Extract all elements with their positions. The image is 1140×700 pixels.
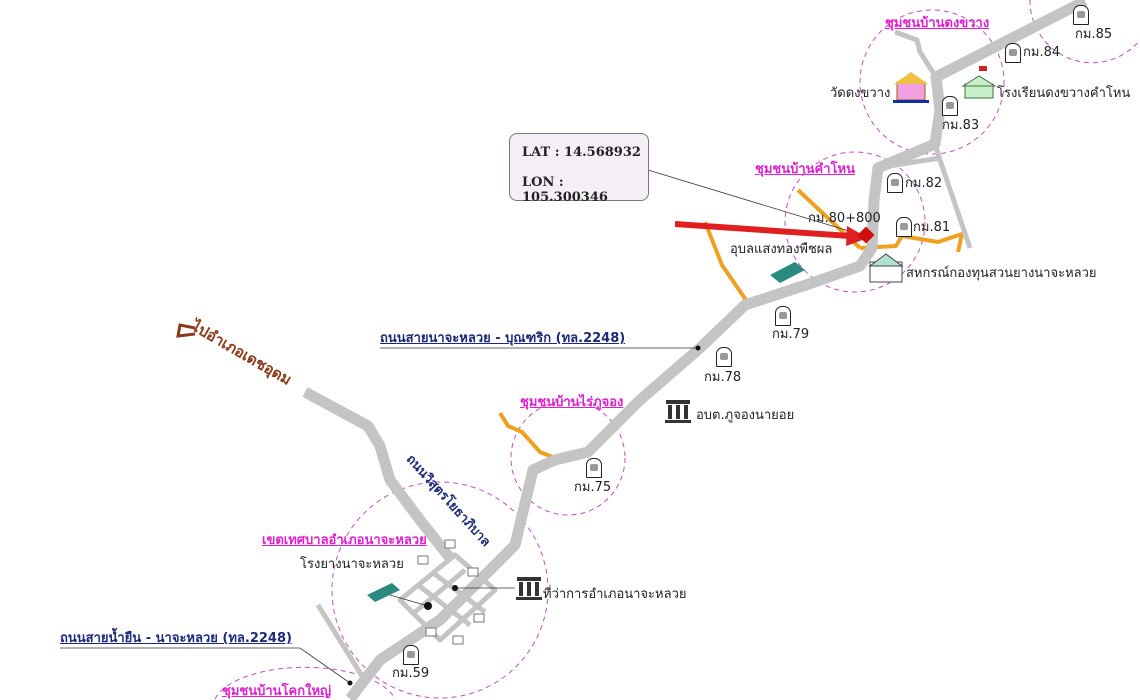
km-marker-icon [716,347,732,367]
branch-road [875,155,941,171]
community-circle-khokyai [214,666,396,700]
place-label-ubon-seed: อุบลแสงทองพืชผล [730,242,833,257]
cooperative-icon [868,253,904,283]
temple-icon [893,72,929,103]
place-label-school: โรงเรียนดงขวางคำโหน [997,86,1131,101]
place-label-district-office: ที่ว่าการอำเภอนาจะหลวย [543,587,687,602]
km-label: กม.84 [1023,45,1061,60]
house-icon [417,539,485,645]
warehouse-icon [367,262,805,602]
place-label-coop: สหกรณ์กองทุนสวนยางนาจะหลวย [906,266,1097,281]
local-road [703,221,748,302]
town-grid [430,570,487,614]
town-grid [397,552,498,643]
location-dot [424,602,432,610]
km-marker-icon [896,217,912,237]
community-circle-khamhon [784,151,926,293]
community-label-khamhon: ชุมชนบ้านคำโหน [755,162,855,177]
km-marker-icon [775,306,791,326]
location-dot [347,680,353,686]
community-label-khokyai: ชุมชนบ้านโคกใหญ่ [222,684,332,699]
km-label: กม.59 [392,666,430,681]
local-road [859,232,964,253]
branch-road [315,603,365,678]
community-circle-municipality [331,481,549,699]
road-label-boontharik: ถนนสายนาจะหลวย - บุณฑริก (ทล.2248) [380,331,626,346]
location-dot [695,345,701,351]
callout-leader [647,169,863,236]
km-marker-icon [1073,5,1089,25]
longitude-label: LON : 105.300346 [522,175,608,205]
community-circle-raiphujong [510,400,626,516]
km-label: กม.85 [1075,27,1113,42]
km-label: กม.75 [574,480,612,495]
road-label-leader [60,647,351,684]
target-location-icon [857,226,875,244]
km-marker-icon [1005,43,1021,63]
km-label: กม.78 [704,370,742,385]
km-label: กม.81 [913,220,951,235]
direction-arrow-icon [176,323,196,338]
place-leader [389,594,429,607]
km-marker-icon [586,458,602,478]
target-arrow-icon [674,221,868,246]
road-wisut [302,387,455,562]
km-marker-icon [942,96,958,116]
community-circle-dongkhwang [859,9,1005,155]
community-label-raiphujong: ชุมชนบ้านไร่ภูจอง [520,395,624,410]
coordinate-callout: LAT : 14.568932 LON : 105.300346 [509,133,649,205]
community-label-municipality: เขตเทศบาลอำเภอนาจะหลวย [262,533,427,548]
place-label-wat: วัดดงขวาง [830,86,891,101]
location-dot [452,585,458,591]
km-label: กม.82 [905,176,943,191]
branch-road [894,29,939,79]
place-label-target-km: กม.80+800 [808,211,881,226]
latitude-label: LAT : 14.568932 [522,145,641,160]
km-marker-icon [403,645,419,665]
town-grid [416,583,472,627]
km-label: กม.79 [772,327,810,342]
community-circle-top-right [1029,0,1140,64]
place-label-rubber-factory: โรงยางนาจะหลวย [300,557,404,572]
government-office-icon [516,400,691,600]
local-road [498,411,566,464]
road-label-namyuen: ถนนสายน้ำยืน - นาจะหลวย (ทล.2248) [60,631,292,646]
school-icon [961,66,997,99]
highway-2248 [345,0,1088,700]
community-label-dongkhwang: ชุมชนบ้านดงขวาง [885,16,990,31]
place-label-tambon-office: อบต.ภูจองนายอย [696,408,795,423]
km-marker-icon [887,173,903,193]
km-label: กม.83 [942,118,980,133]
